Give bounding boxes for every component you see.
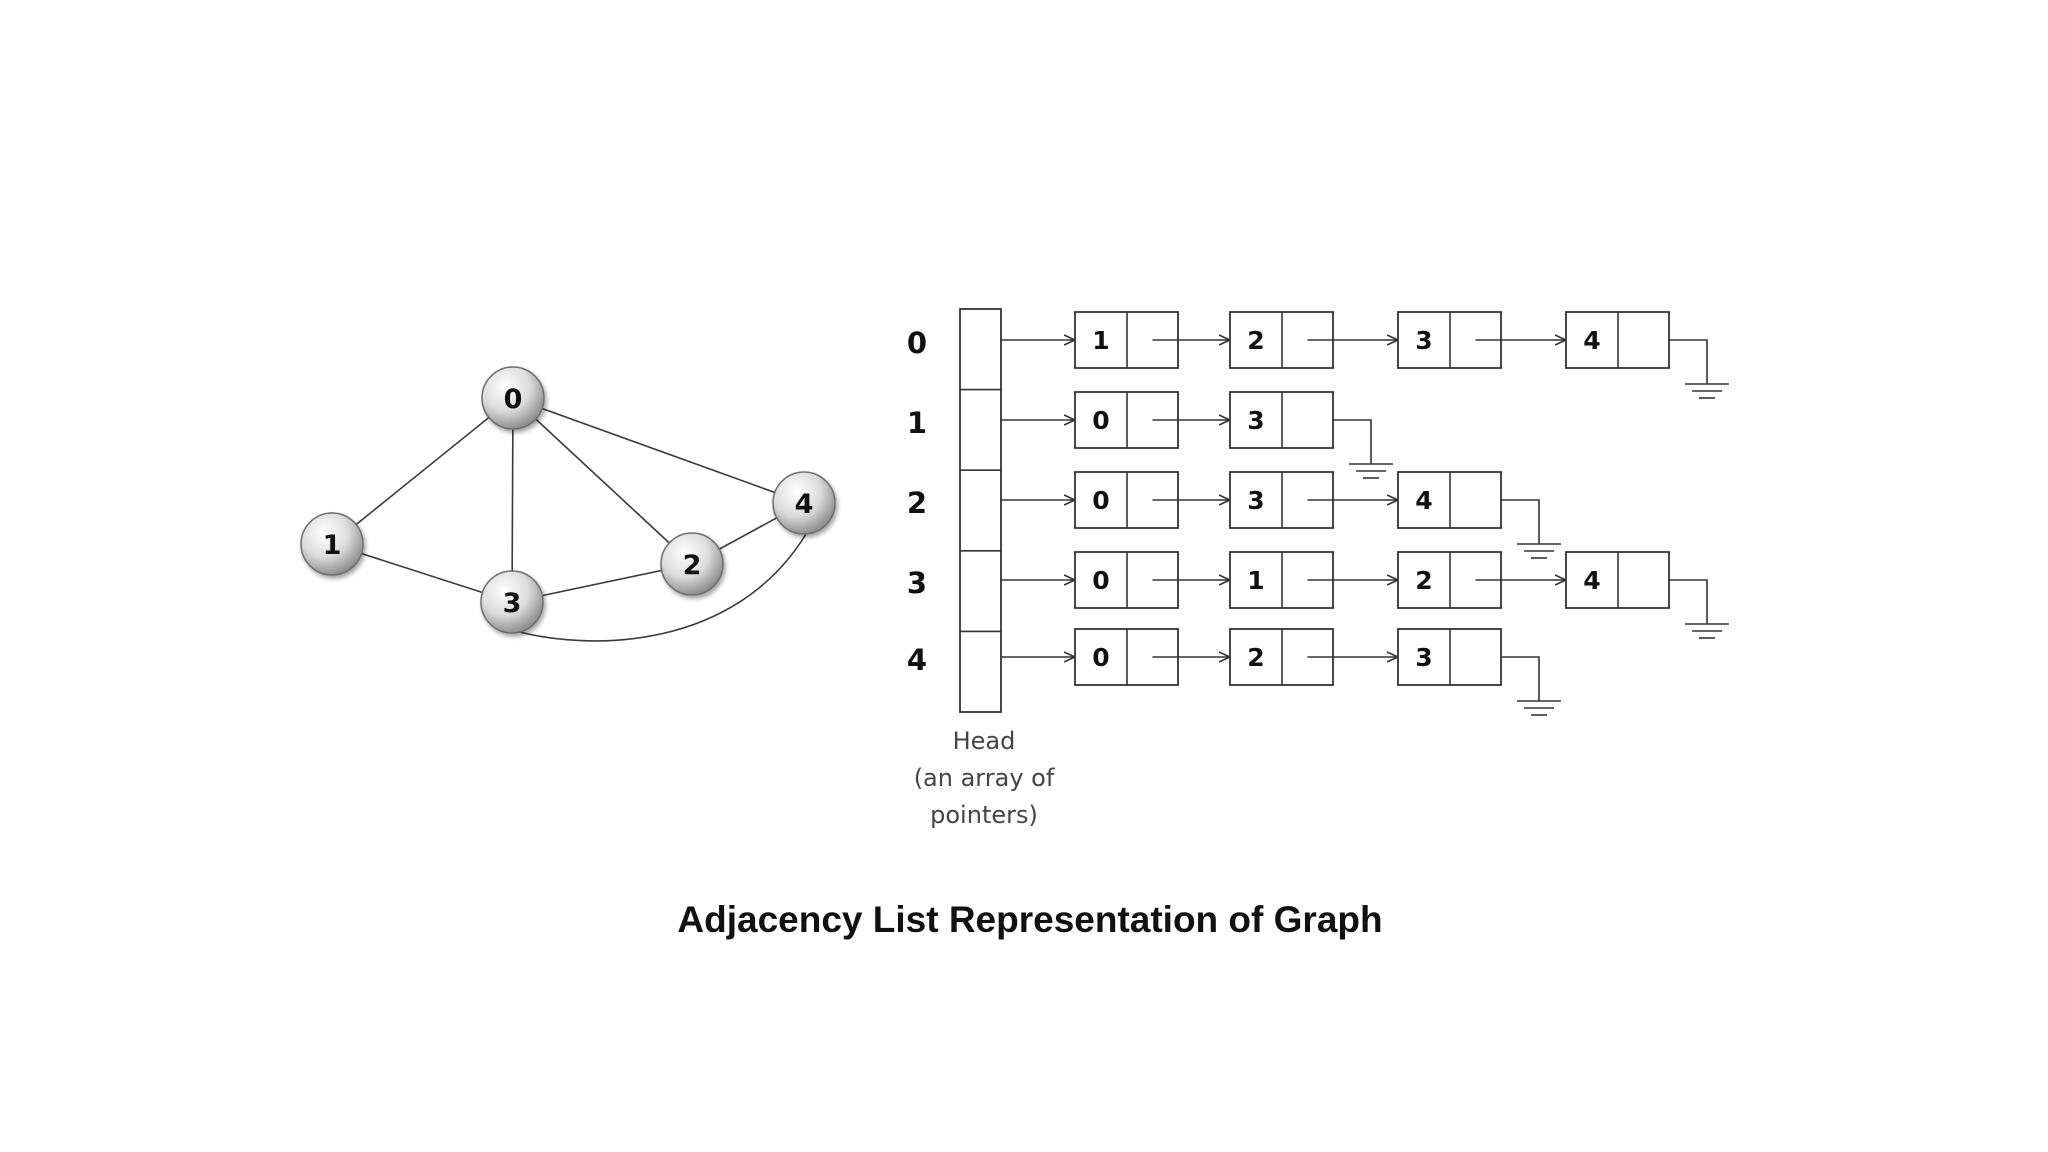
graph-node-circle [480, 570, 544, 634]
list-node-1-3: 3 [1229, 391, 1334, 449]
list-node-value: 1 [1092, 326, 1109, 355]
graph-edge-0-1 [331, 397, 514, 545]
row-label-2: 2 [907, 486, 927, 520]
graph-node-label: 1 [323, 530, 342, 561]
list-node-value: 3 [1247, 406, 1264, 435]
graph-node-label: 4 [795, 489, 814, 520]
list-node-value: 4 [1415, 486, 1432, 515]
head-label-line-3: pointers) [930, 801, 1038, 829]
list-node-value: 4 [1583, 566, 1600, 595]
list-node-2-3: 3 [1229, 471, 1334, 529]
graph-node-4: 4 [772, 471, 836, 535]
list-node-value: 3 [1415, 326, 1432, 355]
null-ground-icon [1685, 623, 1729, 639]
null-pointer-line [1501, 499, 1540, 544]
graph-edge-0-2 [512, 397, 693, 565]
row-labels: 0 1 2 3 4 [907, 326, 927, 677]
list-node-4-0: 0 [1074, 628, 1179, 686]
null-pointer-line [1669, 579, 1708, 624]
head-label-line-1: Head [953, 727, 1016, 755]
linked-lists: 1 2 3 4 0 3 0 3 4 0 1 2 4 0 2 3 [1000, 311, 1729, 716]
null-ground-icon [1517, 700, 1561, 716]
list-node-value: 2 [1247, 643, 1264, 672]
list-node-value: 0 [1092, 566, 1109, 595]
null-pointer-line [1501, 656, 1540, 701]
graph-node-0: 0 [481, 366, 545, 430]
row-label-1: 1 [907, 406, 927, 440]
list-node-2-4: 4 [1397, 471, 1502, 529]
null-pointer-line [1669, 339, 1708, 384]
list-node-value: 2 [1247, 326, 1264, 355]
row-label-3: 3 [907, 566, 927, 600]
list-node-3-4: 4 [1565, 551, 1670, 609]
row-label-4: 4 [907, 643, 927, 677]
graph-node-label: 0 [504, 384, 523, 415]
null-ground-icon [1685, 383, 1729, 399]
graph-node-circle [660, 532, 724, 596]
list-node-0-4: 4 [1565, 311, 1670, 369]
list-node-value: 2 [1415, 566, 1432, 595]
list-node-value: 3 [1415, 643, 1432, 672]
graph-node-label: 3 [503, 588, 522, 619]
graph-node-circle [481, 366, 545, 430]
list-node-value: 1 [1247, 566, 1264, 595]
graph-node-label: 2 [683, 550, 702, 581]
graph-node-2: 2 [660, 532, 724, 596]
graph-edge-0-4 [512, 397, 805, 504]
list-node-value: 3 [1247, 486, 1264, 515]
head-array-box [959, 308, 1002, 713]
graph-nodes: 0 1 2 3 4 [300, 366, 836, 634]
diagram-caption: Adjacency List Representation of Graph [677, 899, 1382, 940]
row-label-0: 0 [907, 326, 927, 360]
head-label-line-2: (an array of [914, 764, 1055, 792]
list-node-0-3: 3 [1397, 311, 1502, 369]
null-ground-icon [1517, 543, 1561, 559]
graph-node-3: 3 [480, 570, 544, 634]
graph-node-circle [300, 512, 364, 576]
list-node-value: 0 [1092, 406, 1109, 435]
graph-edges [331, 397, 807, 642]
list-node-4-3: 3 [1397, 628, 1502, 686]
null-ground-icon [1349, 463, 1393, 479]
graph-edge-0-3 [511, 397, 514, 603]
null-pointer-line [1333, 419, 1372, 464]
list-node-value: 4 [1583, 326, 1600, 355]
list-node-value: 0 [1092, 486, 1109, 515]
graph-node-1: 1 [300, 512, 364, 576]
list-node-value: 0 [1092, 643, 1109, 672]
graph-node-circle [772, 471, 836, 535]
head-array [959, 308, 1002, 713]
graph-edge-3-4 [511, 533, 807, 642]
